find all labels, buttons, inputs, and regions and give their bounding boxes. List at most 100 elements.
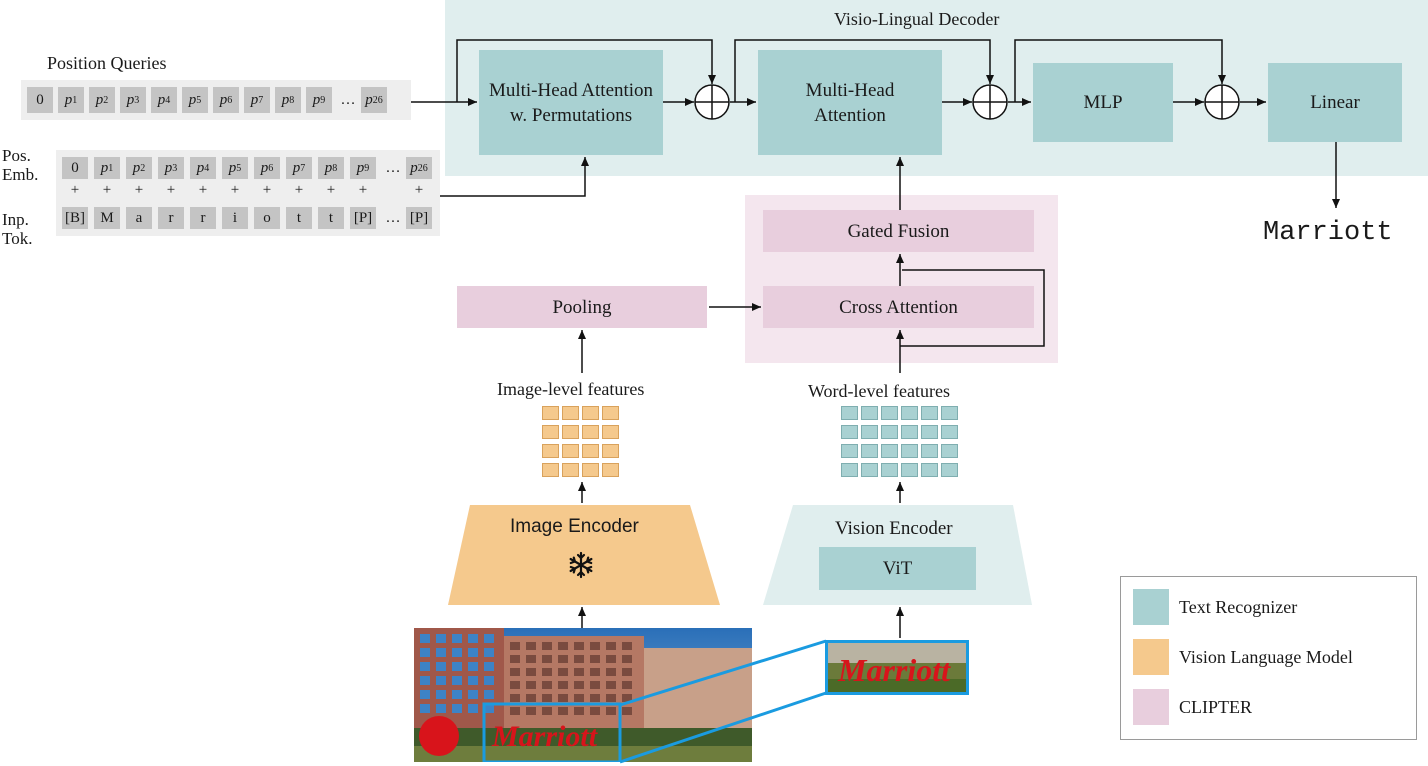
word-feature-cell (901, 406, 918, 420)
position-query-token: 0 (27, 87, 53, 113)
image-feature-cell (602, 444, 619, 458)
image-feature-cell (542, 406, 559, 420)
image-feature-cell (542, 444, 559, 458)
snowflake-icon (566, 550, 596, 585)
position-queries-label: Position Queries (47, 53, 167, 73)
word-feature-cell (941, 444, 958, 458)
word-feature-cell (881, 444, 898, 458)
word-feature-cell (921, 444, 938, 458)
word-feature-cell (921, 425, 938, 439)
plus-sign: + (262, 182, 272, 198)
plus-sign: + (358, 182, 368, 198)
word-feature-cell (941, 406, 958, 420)
plus-sign: + (294, 182, 304, 198)
word-feature-cell (901, 444, 918, 458)
image-feature-cell (602, 463, 619, 477)
inp-tok-label: Inp. Tok. (2, 210, 32, 248)
legend-label: Vision Language Model (1179, 647, 1353, 667)
cross-attention-block: Cross Attention (763, 286, 1034, 328)
inp-tok-token: r (190, 207, 216, 229)
photo-sign-text: Marriott (491, 720, 599, 753)
word-feature-cell (881, 406, 898, 420)
mha-block: Multi-Head Attention (758, 50, 942, 155)
word-feature-cell (881, 425, 898, 439)
vit-block: ViT (819, 547, 976, 590)
word-feature-cell (841, 406, 858, 420)
image-feature-cell (582, 425, 599, 439)
legend-swatch (1133, 689, 1169, 725)
word-feature-cell (861, 425, 878, 439)
inp-tok-token: r (158, 207, 184, 229)
inp-tok-token: … (385, 209, 401, 226)
plus-sign: + (230, 182, 240, 198)
word-level-feature-grid (841, 406, 958, 480)
word-feature-cell (841, 425, 858, 439)
inp-tok-token: [B] (62, 207, 88, 229)
image-level-features-label: Image-level features (497, 379, 645, 399)
image-feature-cell (562, 463, 579, 477)
inp-tok-token: [P] (406, 207, 432, 229)
legend-swatch (1133, 589, 1169, 625)
plus-sign: + (198, 182, 208, 198)
output-text: Marriott (1263, 218, 1393, 248)
pos-emb-token: … (385, 159, 401, 176)
plus-sign: + (326, 182, 336, 198)
image-feature-cell (582, 406, 599, 420)
image-encoder-label: Image Encoder (510, 516, 639, 537)
image-feature-cell (542, 463, 559, 477)
legend-label: CLIPTER (1179, 697, 1253, 717)
plus-sign: + (102, 182, 112, 198)
inp-tok-token: o (254, 207, 280, 229)
plus-sign: + (70, 182, 80, 198)
image-feature-cell (582, 463, 599, 477)
vision-encoder-label: Vision Encoder (835, 518, 953, 539)
inp-tok-label-line2: Tok. (2, 229, 33, 248)
pos-emb-label-line2: Emb. (2, 165, 39, 184)
inp-tok-label-line1: Inp. (2, 210, 29, 229)
inp-tok-token: t (286, 207, 312, 229)
word-feature-cell (901, 425, 918, 439)
inp-tok-token: a (126, 207, 152, 229)
position-query-token: … (340, 91, 356, 108)
inp-tok-token: i (222, 207, 248, 229)
word-feature-cell (941, 425, 958, 439)
plus-sign: + (134, 182, 144, 198)
word-feature-cell (861, 406, 878, 420)
word-level-features-label: Word-level features (808, 381, 950, 401)
image-feature-cell (562, 444, 579, 458)
word-feature-cell (861, 444, 878, 458)
word-feature-cell (841, 463, 858, 477)
word-feature-cell (901, 463, 918, 477)
inp-tok-token: M (94, 207, 120, 229)
image-feature-cell (582, 444, 599, 458)
pooling-block: Pooling (457, 286, 707, 328)
image-feature-cell (562, 425, 579, 439)
pos-emb-label-line1: Pos. (2, 146, 31, 165)
word-feature-cell (861, 463, 878, 477)
cropped-word-image: Marriott (825, 640, 969, 695)
plus-sign: + (414, 182, 424, 198)
legend-label: Text Recognizer (1179, 597, 1298, 617)
decoder-title: Visio-Lingual Decoder (834, 9, 1000, 29)
word-feature-cell (921, 463, 938, 477)
image-feature-cell (562, 406, 579, 420)
hotel-photo: Marriott (414, 628, 752, 762)
